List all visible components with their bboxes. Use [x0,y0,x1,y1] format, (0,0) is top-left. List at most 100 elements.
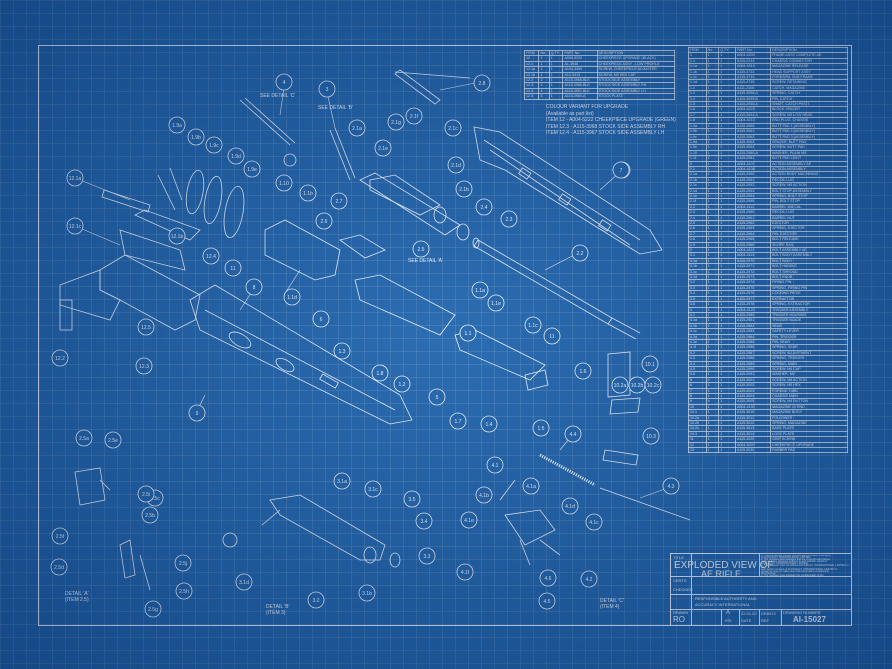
table-cell: STOCK PLATE [596,93,676,100]
detail-c-item-label: (ITEM 4) [600,604,620,610]
callout-bubble: 12.1c [66,217,84,235]
note-line: the drawings [761,572,776,575]
callout-text: 2.5f [56,534,65,540]
table-cell: A004-4108 [734,165,772,173]
callout-circle [455,180,473,198]
title-block: TITLE EXPLODED VIEW OF AE RIFLE CERTS CH… [670,553,852,626]
callout-circle [662,477,680,495]
callout-text: 10.3 [646,434,656,440]
callout-circle [471,281,489,299]
callout-text: 2.2 [577,251,584,257]
callout-bubble: 12.1b [168,227,186,245]
callout-circle [449,412,467,430]
callout-circle [333,472,351,490]
callout-circle [188,404,206,422]
callout-text: 1.4 [486,422,493,428]
table-cell: A115-2989 [734,360,772,368]
callout-bubble: 2.1b [455,180,473,198]
table-cell: A115-2966 [734,241,772,249]
callout-bubble: 6 [312,310,330,328]
callout-bubble: 1.2 [393,375,411,393]
callout-text: 3.2 [313,598,320,604]
callout-text: 12.2 [55,356,65,362]
callout-bubble: 2.1f [405,107,423,125]
callout-circle [275,73,293,91]
callout-text: 3.1d [239,580,249,586]
callout-bubble: 3.1a [333,472,351,490]
table-cell: A004-4107 [734,160,772,167]
table-cell: STOCK SIDE ASSEMBLY LH [596,87,676,95]
drawing-number-label: DRAWING NUMBER [783,610,821,615]
callout-bubble: 2.7 [330,192,348,210]
callout-text: 1.1d [287,295,297,301]
drawn-label: DRAWN [673,610,688,615]
callout-text: 3.4 [421,519,428,525]
table-cell: A115-2953 [734,187,772,195]
butt-pad-parts [101,167,245,239]
table-cell: STOCK SIDE ASSEMBLY RH [596,82,676,89]
table-cell: A115-2981 [734,155,772,162]
callout-text: 1.1e [491,301,501,307]
callout-circle [543,327,561,345]
table-cell: A115-3098-A [734,90,772,97]
table-cell: A115-4733 [734,68,772,76]
callout-text: 2.5g [148,607,158,613]
stock-assembly-part [59,209,201,331]
callout-bubble: 3.3 [418,547,436,565]
callout-circle [580,570,598,588]
note-line: rights in these drawings belongs to and … [761,560,828,563]
callout-circle [585,513,603,531]
callout-bubble: 5 [428,388,446,406]
callout-text: 2.5d [54,565,64,571]
callout-bubble: 2.1d [447,156,465,174]
callout-bubble: 2.5j [174,554,192,572]
note-line: to ACCURACY INTERNATIONAL LIMITED [761,556,811,559]
callout-bubble: 1.4 [480,415,498,433]
drawn-value: RO [673,615,685,624]
table-cell: ACTION BODY MACHINING [770,171,848,178]
chassis-main-part [189,284,413,425]
callout-circle [275,174,293,192]
callout-circle [144,600,162,618]
callout-bubble: 2.1e [374,139,392,157]
table-cell: FRAME ASSY COMPLETE AE [770,52,848,59]
table-cell: A004-5220 [734,441,772,449]
callout-circle [174,554,192,572]
callout-text: 1.7 [455,419,462,425]
callout-text: 5 [436,395,439,401]
callout-bubble: 3.5 [403,490,421,508]
table-cell: A115-3064 [734,144,772,151]
callout-bubble: 1.6 [574,362,592,380]
table-cell: A115-3060 [734,122,772,130]
callout-circle [137,485,155,503]
detail-c-label: DETAIL 'C' [600,598,624,604]
table-cell: A115-2976 [734,290,772,297]
table-cell: A115-3005 [734,398,772,405]
callout-text: 3.5 [409,497,416,503]
callout-bubble: 10.2b [628,376,646,394]
callout-text: 1.9e [247,167,257,173]
drawing-border [38,45,852,626]
callout-text: 4 [283,80,286,86]
callout-bubble: 1.9b [187,128,205,146]
callout-bubble: 1.9e [243,160,261,178]
callout-circle [564,425,582,443]
callout-text: 4.1e [464,518,474,524]
callout-text: 7 [620,168,623,174]
callout-text: 2.1f [410,114,419,120]
drawing-title-line1: EXPLODED VIEW OF [674,560,774,571]
callout-bubble: 11 [224,259,242,277]
table-cell: A115-4734 [734,73,772,81]
callout-text: 2.4 [481,205,488,211]
callout-text: 12.5 [141,325,151,331]
table-cell: A004-4314 [734,63,772,70]
table-cell: A115-2970 [734,257,772,265]
callout-bubble: 4.1c [585,513,603,531]
callout-circle [532,419,550,437]
detail-c-parts [499,479,561,566]
